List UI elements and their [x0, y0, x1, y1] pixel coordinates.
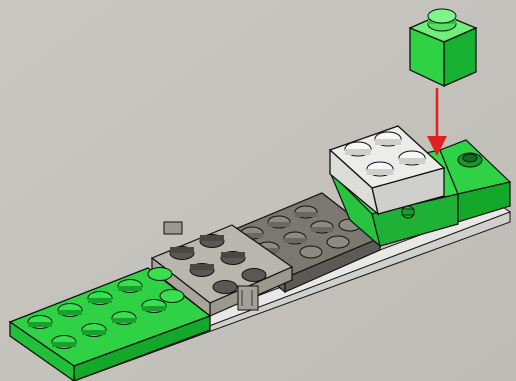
- green-end-plate: [439, 139, 512, 223]
- new-green-brick-1x1: [408, 8, 478, 88]
- hinge-clip: [163, 221, 259, 311]
- green-base-plate: [8, 267, 212, 381]
- white-brick-2x2: [328, 125, 446, 216]
- small-connector: [401, 205, 415, 219]
